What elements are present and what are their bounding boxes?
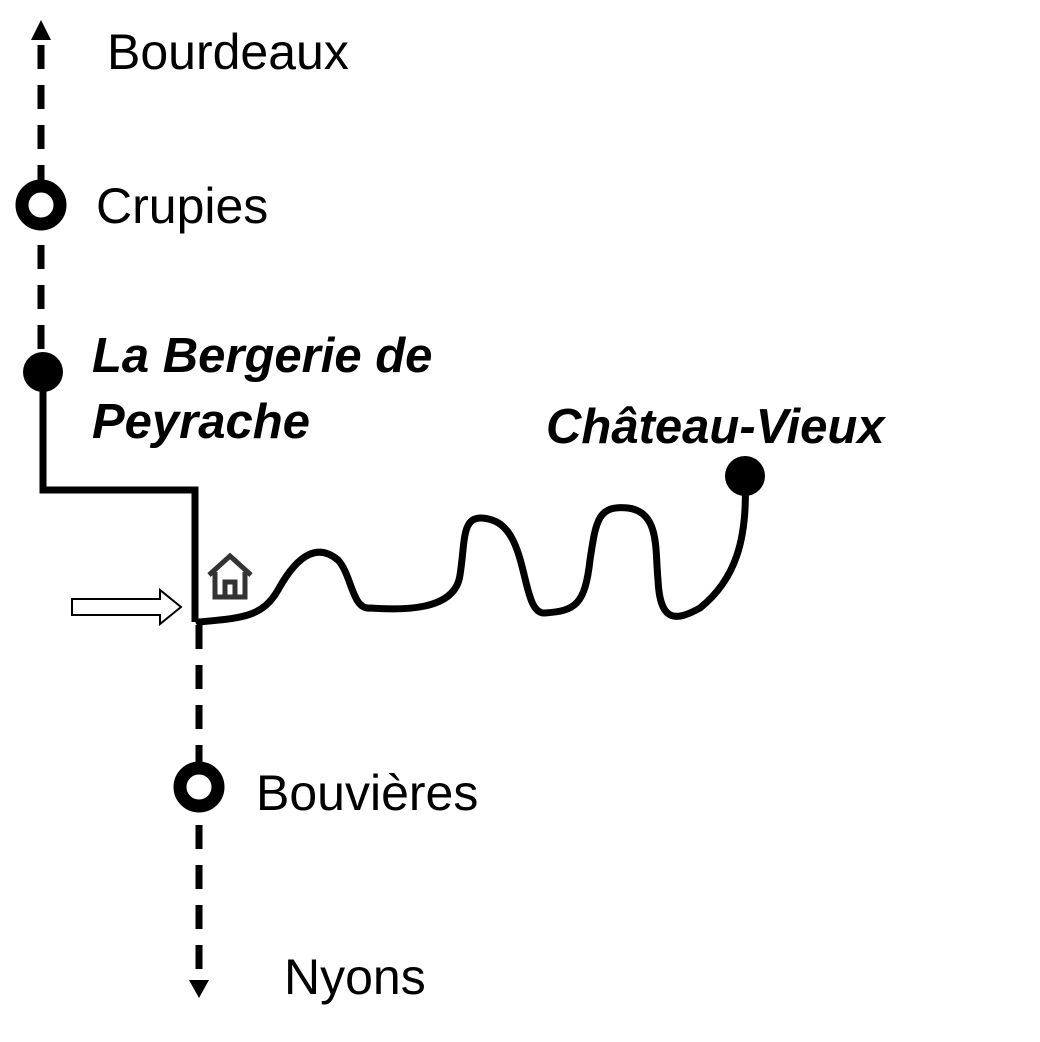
farm-marker bbox=[23, 352, 63, 392]
crupies-marker bbox=[15, 179, 67, 231]
label-chateau-vieux: Château-Vieux bbox=[546, 400, 885, 454]
right-arrow-icon bbox=[71, 587, 183, 627]
label-bouvieres: Bouvières bbox=[256, 765, 479, 821]
winding-road bbox=[195, 474, 749, 626]
castle-marker bbox=[725, 456, 765, 496]
label-farm-line2: Peyrache bbox=[92, 395, 310, 449]
house-icon bbox=[207, 552, 253, 600]
label-bourdeaux: Bourdeaux bbox=[107, 24, 349, 80]
label-crupies: Crupies bbox=[96, 178, 269, 234]
bouvieres-marker bbox=[173, 761, 225, 813]
label-farm-line1: La Bergerie de bbox=[92, 329, 433, 383]
label-nyons: Nyons bbox=[284, 949, 426, 1005]
down-arrow-icon bbox=[189, 980, 209, 998]
farm-access-path bbox=[39, 372, 199, 622]
up-arrow-icon bbox=[31, 20, 51, 40]
